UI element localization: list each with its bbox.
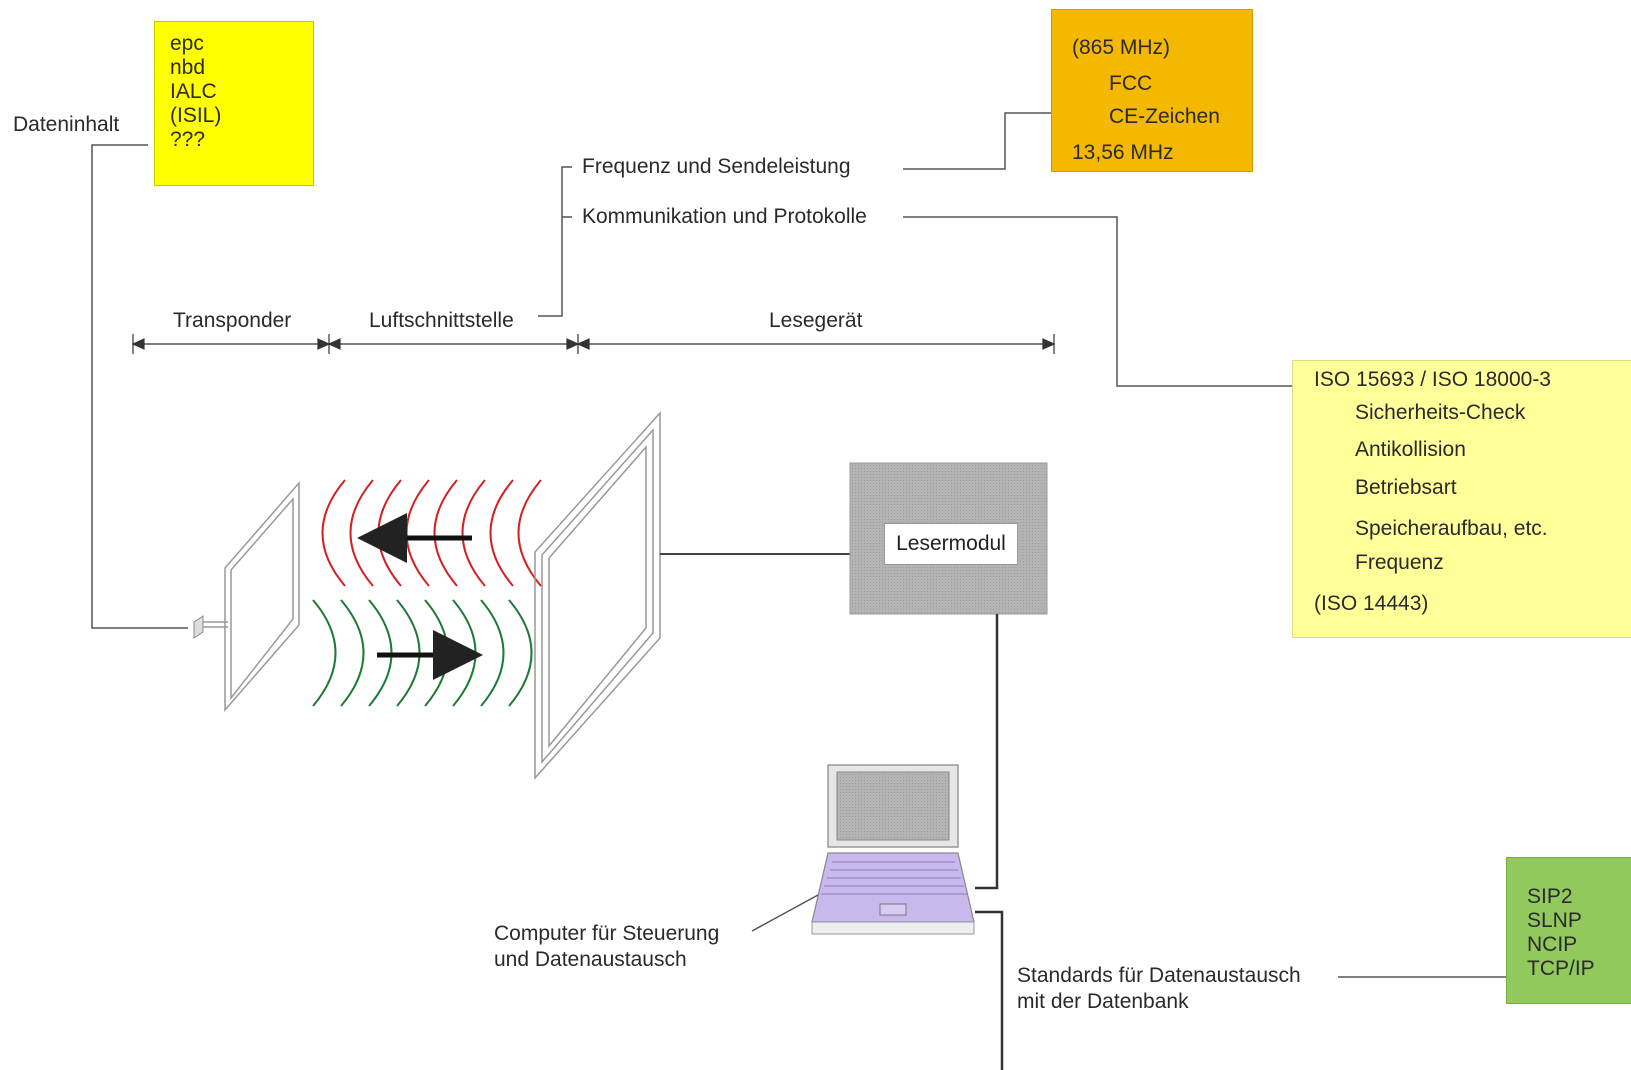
frequency-fcc: FCC [1109,72,1153,95]
frequency-connector [903,112,1051,170]
frequency-box [1051,9,1253,172]
air-interface-bracket [538,166,572,317]
data-content-item: epc [170,32,204,55]
reader-antenna-icon [534,411,661,780]
communication-connector [903,216,1292,387]
data-content-item: IALC [170,80,217,103]
outgoing-waves-icon [321,479,542,587]
reader-module-label: Lesermodul [884,523,1018,565]
data-content-label: Dateninhalt [13,113,120,136]
segment-dimension-line [131,334,1056,354]
iso-item: Sicherheits-Check [1355,401,1526,424]
segment-transponder: Transponder [173,309,292,332]
standards-list: SIP2 SLNP NCIP TCP/IP [1527,885,1595,981]
data-content-box [154,21,314,186]
standards-box [1506,857,1631,1004]
segment-reader: Lesegerät [769,309,863,332]
frequency-branch-label: Frequenz und Sendeleistung [582,155,851,178]
frequency-uhf: (865 MHz) [1072,36,1171,59]
data-content-item: (ISIL) [170,104,222,127]
iso-footer: (ISO 14443) [1314,592,1429,615]
laptop-database-connector [975,910,1004,1070]
iso-box [1292,360,1631,638]
computer-label-line1: Computer für Steuerung [494,922,720,945]
standards-item: TCP/IP [1527,957,1595,980]
computer-label-pointer [751,894,819,932]
data-content-item: ??? [170,128,206,151]
communication-branch-label: Kommunikation und Protokolle [582,205,867,228]
exchange-label-line1: Standards für Datenaustausch [1017,964,1301,987]
frequency-ce: CE-Zeichen [1109,105,1220,128]
exchange-label-line2: mit der Datenbank [1017,990,1189,1013]
module-laptop-connector [975,614,999,890]
segment-air-interface: Luftschnittstelle [369,309,514,332]
iso-title: ISO 15693 / ISO 18000-3 [1314,368,1551,391]
laptop-icon [811,764,975,935]
data-content-item: nbd [170,56,206,79]
iso-item: Frequenz [1355,551,1444,574]
standards-item: NCIP [1527,933,1578,956]
iso-item: Antikollision [1355,438,1466,461]
standards-item: SLNP [1527,909,1582,932]
frequency-hf: 13,56 MHz [1072,141,1174,164]
iso-item: Speicheraufbau, etc. [1355,517,1548,540]
transponder-chip-icon [193,615,228,639]
data-content-list: epc nbd IALC (ISIL) ??? [170,32,221,152]
data-content-connector [91,144,188,629]
standards-item: SIP2 [1527,885,1573,908]
transponder-antenna-icon [224,480,300,713]
computer-label-line2: und Datenaustausch [494,948,687,971]
iso-item: Betriebsart [1355,476,1457,499]
